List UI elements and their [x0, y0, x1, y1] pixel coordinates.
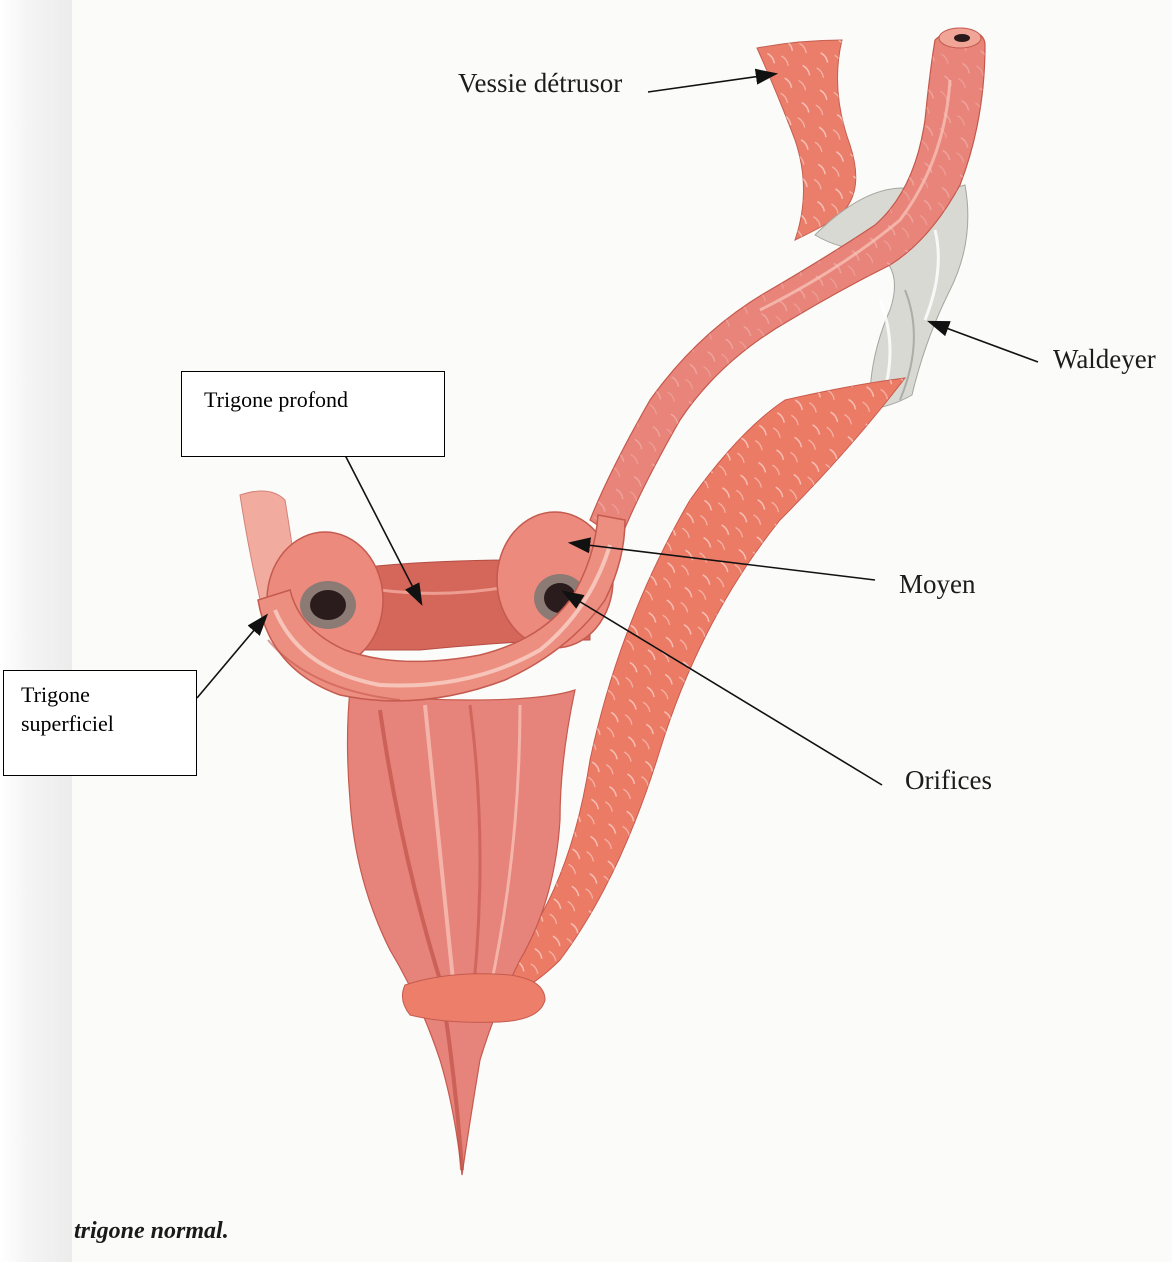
label-orifices: Orifices: [905, 767, 992, 794]
box-trigone-superficiel: Trigone superficiel: [3, 670, 197, 776]
label-waldeyer: Waldeyer: [1053, 346, 1156, 373]
arrow-waldeyer: [930, 322, 1038, 362]
arrow-trigone-superficiel: [197, 616, 266, 698]
cone-loop: [402, 974, 545, 1023]
box-trigone-profond: Trigone profond: [181, 371, 445, 457]
label-moyen: Moyen: [899, 571, 976, 598]
detrusor-patch: [757, 40, 856, 240]
figure-caption: trigone normal.: [74, 1218, 229, 1245]
box-trigone-profond-text: Trigone profond: [204, 387, 348, 412]
label-vessie-detrusor: Vessie détrusor: [458, 70, 622, 97]
box-trigone-superficiel-line1: Trigone: [21, 681, 196, 710]
arrow-vessie-detrusor: [648, 74, 775, 92]
box-trigone-superficiel-line2: superficiel: [21, 710, 196, 739]
